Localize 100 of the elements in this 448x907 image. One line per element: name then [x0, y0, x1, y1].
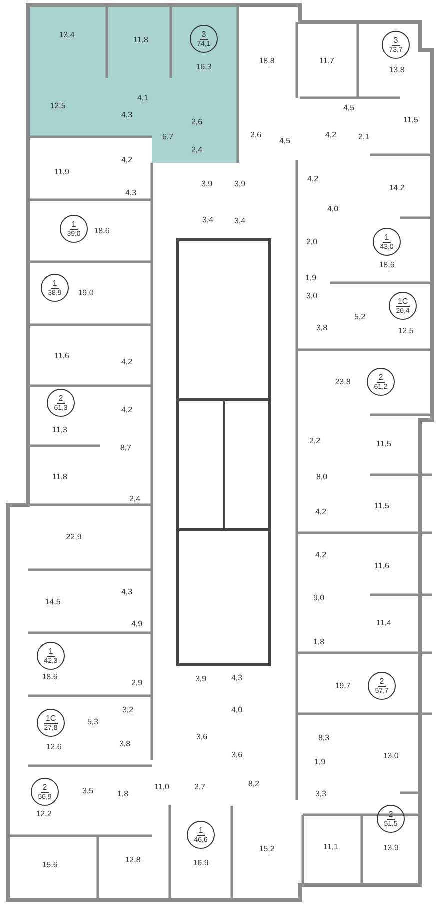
room-count: 1	[46, 646, 56, 656]
room-area: 3,9	[234, 180, 246, 188]
apartment-badge	[377, 805, 405, 833]
room-area: 3,4	[202, 216, 214, 224]
room-area: 3,8	[119, 740, 131, 748]
apartment-badge	[368, 672, 396, 700]
room-area: 18,8	[259, 56, 275, 66]
room-area: 2,6	[250, 130, 262, 140]
room-area: 14,2	[389, 184, 405, 192]
room-area: 15,2	[259, 844, 275, 854]
room-area: 3,5	[82, 786, 94, 796]
room-count: 1	[50, 278, 60, 288]
room-area: 8,7	[120, 444, 132, 452]
room-area: 11,4	[376, 618, 392, 628]
room-area: 4,5	[343, 104, 355, 112]
room-area: 8,0	[316, 472, 328, 482]
room-area: 12,5	[398, 326, 414, 336]
room-area: 4,2	[315, 550, 327, 560]
apartment-badge	[60, 215, 88, 243]
room-area: 4,2	[121, 406, 133, 414]
room-area: 3,6	[196, 732, 208, 742]
room-area: 4,5	[279, 136, 291, 146]
room-count: 2	[378, 676, 386, 686]
apartment-badge	[190, 25, 218, 53]
room-area: 4,2	[325, 130, 337, 140]
room-area: 11,5	[376, 440, 392, 448]
room-area: 22,9	[66, 532, 82, 542]
room-area: 23,8	[335, 378, 351, 386]
room-count: 1	[70, 220, 78, 230]
room-area: 3,4	[234, 216, 246, 226]
room-area: 4,2	[121, 156, 133, 164]
room-area: 11,8	[52, 472, 68, 482]
apartment-badge	[382, 31, 410, 59]
room-count: 2	[376, 372, 386, 382]
room-area: 2,2	[309, 436, 321, 446]
room-area: 4,2	[307, 174, 319, 184]
room-area: 8,2	[248, 780, 260, 788]
room-area: 9,0	[313, 594, 325, 602]
room-area: 11,6	[54, 352, 70, 360]
room-count: 3	[200, 30, 208, 40]
room-area: 2,0	[306, 238, 318, 246]
room-area: 4,3	[121, 588, 133, 596]
room-area: 4,0	[327, 204, 339, 214]
room-area: 11,0	[154, 782, 170, 792]
room-area: 19,7	[335, 682, 351, 690]
room-area: 4,0	[231, 706, 243, 714]
room-area: 11,5	[374, 502, 390, 510]
room-area: 12,8	[125, 856, 141, 864]
room-count: 1	[382, 232, 392, 242]
room-area: 11,6	[374, 562, 390, 570]
room-area: 5,3	[87, 718, 99, 726]
room-area: 18,6	[379, 260, 395, 270]
room-area: 11,5	[404, 116, 418, 124]
room-area: 16,3	[196, 62, 212, 72]
room-area: 13,4	[59, 30, 75, 40]
room-area: 3,2	[122, 706, 134, 714]
room-area: 2,4	[129, 494, 141, 504]
apartment-badge	[367, 368, 395, 396]
apartment-badge	[389, 292, 417, 320]
room-area: 1,9	[314, 758, 326, 766]
apartment-badge	[37, 709, 65, 737]
room-area: 11,3	[52, 426, 68, 434]
room-area: 19,0	[78, 288, 94, 298]
room-count: 1С	[44, 714, 58, 724]
room-area: 13,9	[383, 844, 399, 852]
room-area: 13,8	[389, 66, 405, 74]
room-area: 3,6	[231, 750, 243, 760]
apartment-badge	[187, 821, 215, 849]
room-area: 4,1	[137, 94, 149, 102]
room-count: 2	[56, 394, 66, 404]
room-area: 4,3	[121, 110, 133, 120]
room-count: 3	[392, 36, 400, 46]
room-area: 11,7	[320, 56, 334, 66]
room-area: 4,3	[231, 674, 243, 682]
room-area: 4,3	[125, 188, 137, 198]
room-area: 1,8	[313, 638, 325, 646]
room-area: 16,9	[193, 858, 209, 868]
room-area: 8,3	[318, 734, 330, 742]
room-count: 2	[386, 810, 396, 820]
room-area: 15,6	[42, 860, 58, 870]
room-count: 1	[196, 826, 206, 836]
room-area: 1,8	[117, 790, 129, 798]
room-area: 2,9	[131, 678, 143, 688]
room-area: 11,9	[54, 168, 70, 176]
room-area: 12,5	[50, 102, 66, 110]
apartment-badge	[37, 642, 65, 670]
room-count: 1С	[396, 296, 410, 306]
room-area: 4,2	[315, 508, 327, 516]
room-area: 5,2	[354, 312, 366, 322]
room-area: 2,7	[194, 782, 206, 792]
room-count: 2	[40, 782, 50, 792]
room-area: 3,9	[195, 674, 207, 684]
room-area: 14,5	[45, 598, 61, 606]
room-area: 3,3	[315, 790, 327, 798]
room-area: 3,9	[201, 180, 213, 188]
apartment-badge	[47, 389, 75, 417]
room-area: 2,4	[191, 146, 203, 154]
apartment-badge	[41, 274, 69, 302]
apartment-badge	[31, 778, 59, 806]
room-area: 3,8	[316, 324, 328, 332]
